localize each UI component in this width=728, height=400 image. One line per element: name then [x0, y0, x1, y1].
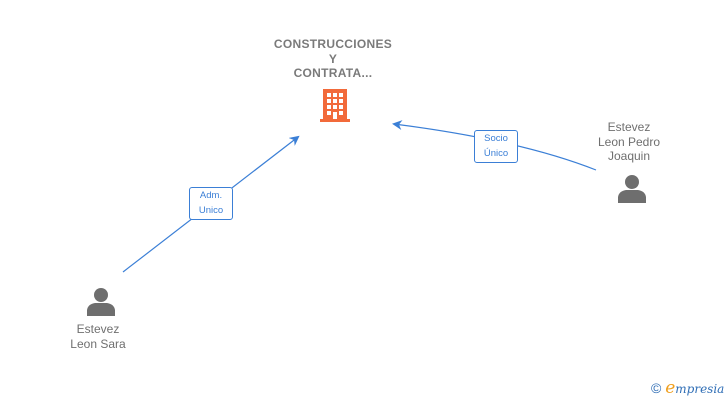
company-name[interactable]: CONSTRUCCIONES Y CONTRATA...: [273, 37, 393, 80]
person-icon[interactable]: [86, 286, 116, 321]
person-icon[interactable]: [617, 173, 647, 208]
copyright-icon: ©: [651, 380, 662, 396]
building-icon[interactable]: [319, 87, 351, 128]
person-label-sara[interactable]: Estevez Leon Sara: [70, 322, 126, 351]
edge-label-socio-unico[interactable]: Socio Único: [474, 130, 518, 163]
footer-brand[interactable]: © empresia: [651, 378, 724, 398]
brand-logo-e: e: [665, 378, 676, 398]
brand-name: mpresia: [675, 382, 725, 396]
person-label-pedro[interactable]: Estevez Leon Pedro Joaquin: [597, 120, 661, 163]
edge-label-adm-unico[interactable]: Adm. Unico: [189, 187, 233, 220]
